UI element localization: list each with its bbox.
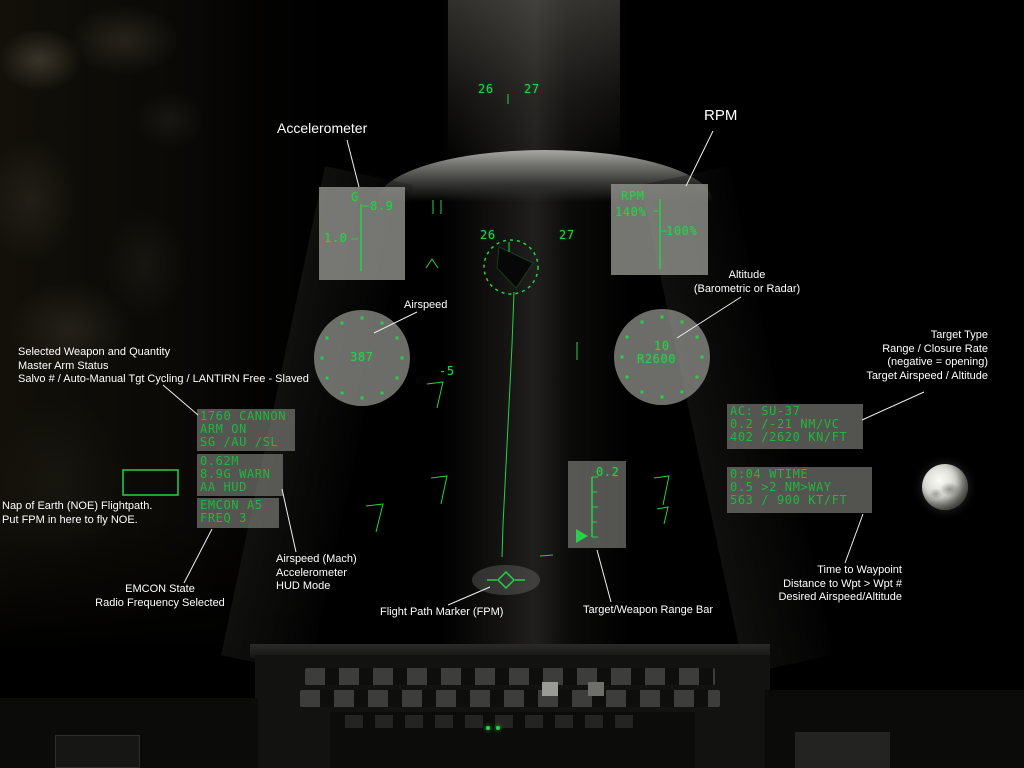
emcon-line: FREQ 3 [200, 511, 247, 525]
pitch-ladder-label: -5 [439, 364, 455, 378]
annotation-line: Salvo # / Auto-Manual Tgt Cycling / LANT… [18, 373, 309, 385]
altitude-radar: R2600 [637, 352, 677, 366]
annotation-waypoint-block: Time to Waypoint Distance to Wpt > Wpt #… [778, 564, 902, 605]
rpm-right: 100% [666, 224, 698, 238]
annotation-emcon-block: EMCON State Radio Frequency Selected [60, 583, 260, 610]
target-line: AC: SU-37 [730, 404, 801, 418]
annotation-line: Nap of Earth (NOE) Flightpath. [2, 500, 153, 512]
glareshield [250, 644, 770, 658]
heading-inner-left: 26 [480, 228, 496, 242]
annotation-line: Target Airspeed / Altitude [866, 369, 988, 382]
waypoint-line: 0.5 >2 NM>WAY [730, 480, 832, 494]
emcon-box: EMCON A5 FREQ 3 [197, 498, 279, 528]
waypoint-line: 0:04 WTIME [730, 467, 809, 481]
annotation-line: Accelerometer [276, 566, 347, 579]
target-info-box: AC: SU-37 0.2 /-21 NM/VC 402 /2620 KN/FT [727, 404, 863, 449]
rpm-label: RPM [621, 189, 645, 203]
annotation-fpm: Flight Path Marker (FPM) [380, 606, 504, 618]
waypoint-info-box: 0:04 WTIME 0.5 >2 NM>WAY 563 / 900 KT/FT [727, 467, 872, 513]
left-console-panel [55, 735, 140, 768]
sky-band-top [448, 0, 620, 160]
panel-button-row [305, 668, 715, 685]
heading-inner-right: 27 [559, 228, 575, 242]
range-bar-value: 0.2 [596, 465, 620, 479]
annotation-airspeed: Airspeed [404, 299, 448, 311]
heading-top-left: 26 [478, 82, 494, 96]
rpm-left: 140% [615, 205, 647, 219]
status-line: 8.9G WARN [200, 467, 271, 481]
range-bar-box: 0.2 [568, 461, 626, 548]
cockpit-led [486, 726, 490, 730]
panel-button-light [542, 682, 558, 696]
airspeed-dial: 387 [314, 310, 410, 406]
rpm-gauge: RPM 140% 100% [611, 184, 708, 275]
g-meter-label: G [351, 190, 359, 204]
annotation-line: Master Arm Status [18, 359, 109, 372]
annotation-range-bar: Target/Weapon Range Bar [583, 604, 714, 616]
moon [922, 464, 968, 510]
annotation-line: (negative = opening) [887, 356, 988, 368]
g-meter-min: 1.0 [324, 231, 348, 245]
annotation-line: Radio Frequency Selected [95, 596, 225, 609]
target-line: 0.2 /-21 NM/VC [730, 417, 840, 431]
target-line: 402 /2620 KN/FT [730, 430, 848, 444]
annotation-line: Put FPM in here to fly NOE. [2, 513, 138, 526]
altitude-dial: 10 R2600 [614, 309, 710, 405]
annotation-weapon-block: Selected Weapon and Quantity Master Arm … [18, 346, 309, 387]
annotation-target-block: Target Type Range / Closure Rate (negati… [866, 329, 988, 383]
annotation-line: Target Type [930, 329, 988, 341]
accelerometer-gauge: G 8.9 1.0 [319, 187, 405, 280]
altitude-value: 10 [654, 339, 670, 353]
emcon-line: EMCON A5 [200, 498, 263, 512]
right-console-panel [795, 732, 890, 768]
weapon-line: ARM ON [200, 422, 247, 436]
annotation-mach-block: Airspeed (Mach) Accelerometer HUD Mode [276, 553, 357, 594]
weapon-line: 1760 CANNON [200, 409, 287, 423]
heading-top-right: 27 [524, 82, 540, 96]
annotation-line: Desired Airspeed/Altitude [778, 591, 902, 603]
cockpit-led [496, 726, 500, 730]
center-console-keys [345, 715, 645, 728]
annotation-line: Altitude [728, 269, 766, 281]
annotation-line: Distance to Wpt > Wpt # [783, 577, 902, 590]
status-line: AA HUD [200, 480, 247, 494]
weapon-line: SG /AU /SL [200, 435, 279, 449]
g-meter-max: 8.9 [370, 199, 394, 213]
annotation-altitude: Altitude (Barometric or Radar) [688, 269, 806, 296]
terrain-cliff [0, 0, 345, 665]
annotation-rpm: RPM [704, 107, 738, 124]
annotation-line: Selected Weapon and Quantity [18, 346, 171, 358]
annotation-line: EMCON State [125, 583, 195, 595]
annotation-line: HUD Mode [276, 580, 331, 592]
airspeed-value: 387 [350, 350, 374, 364]
waypoint-line: 563 / 900 KT/FT [730, 493, 848, 507]
status-line: 0.62M [200, 454, 240, 468]
annotation-line: Time to Waypoint [817, 564, 902, 576]
weapon-status-box: 1760 CANNON ARM ON SG /AU /SL [197, 409, 295, 451]
flight-status-box: 0.62M 8.9G WARN AA HUD [197, 454, 283, 496]
annotation-noe-block: Nap of Earth (NOE) Flightpath. Put FPM i… [2, 500, 152, 527]
annotation-accelerometer: Accelerometer [277, 120, 368, 136]
panel-button-row [300, 690, 720, 707]
annotation-line: (Barometric or Radar) [693, 282, 801, 295]
panel-button-light [588, 682, 604, 696]
annotation-line: Airspeed (Mach) [276, 553, 357, 565]
annotation-line: Range / Closure Rate [882, 342, 988, 355]
